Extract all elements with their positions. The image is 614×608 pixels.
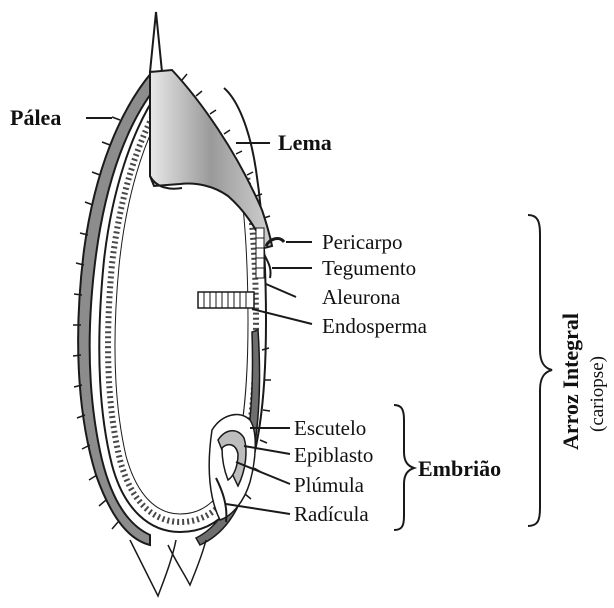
label-endosperma: Endosperma (322, 314, 428, 338)
base-bracts (130, 540, 206, 596)
whole-rice-brace (528, 215, 552, 526)
label-aleurona: Aleurona (322, 285, 401, 309)
label-cariopse: (cariopse) (587, 356, 608, 432)
embryo-brace (394, 405, 414, 530)
label-palea: Pálea (10, 105, 61, 130)
label-tegumento: Tegumento (322, 256, 416, 280)
label-pericarpo: Pericarpo (322, 230, 402, 254)
label-escutelo: Escutelo (294, 416, 366, 440)
label-embriao: Embrião (418, 456, 501, 481)
label-plumula: Plúmula (294, 473, 365, 497)
aleurone-gap-cells (256, 228, 264, 278)
label-lema: Lema (278, 130, 332, 155)
endosperm-cut-section (198, 292, 254, 308)
awn-tip (150, 12, 162, 72)
label-arroz-integral: Arroz Integral (558, 313, 583, 450)
label-radicula: Radícula (294, 502, 369, 526)
label-epiblasto: Epiblasto (294, 443, 373, 467)
